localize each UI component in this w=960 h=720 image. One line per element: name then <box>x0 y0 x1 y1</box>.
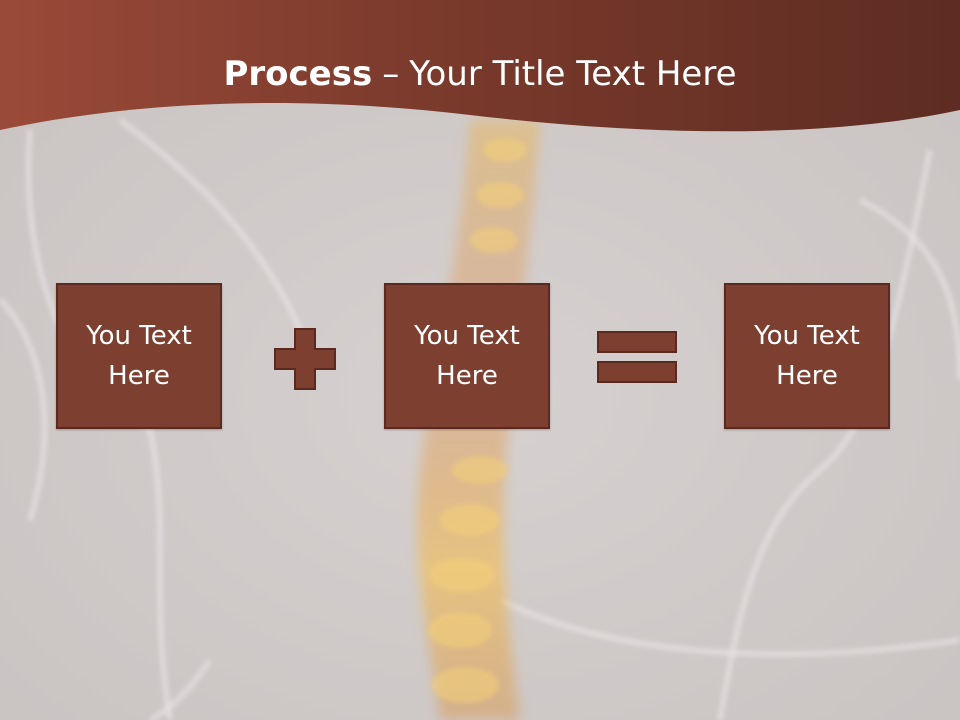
title-bold: Process <box>223 54 373 94</box>
text-box-1[interactable]: You Text Here <box>56 283 222 429</box>
equals-icon <box>597 331 677 383</box>
plus-icon <box>274 328 336 390</box>
text-box-3[interactable]: You Text Here <box>724 283 890 429</box>
text-box-2-label: You Text Here <box>414 321 520 391</box>
title-rest: Your Title Text Here <box>409 54 737 94</box>
text-box-1-label: You Text Here <box>86 321 192 391</box>
text-box-3-label: You Text Here <box>754 321 860 391</box>
header-band <box>0 0 960 132</box>
page-title: Process–Your Title Text Here <box>0 52 960 96</box>
text-box-2[interactable]: You Text Here <box>384 283 550 429</box>
title-separator: – <box>382 54 400 94</box>
